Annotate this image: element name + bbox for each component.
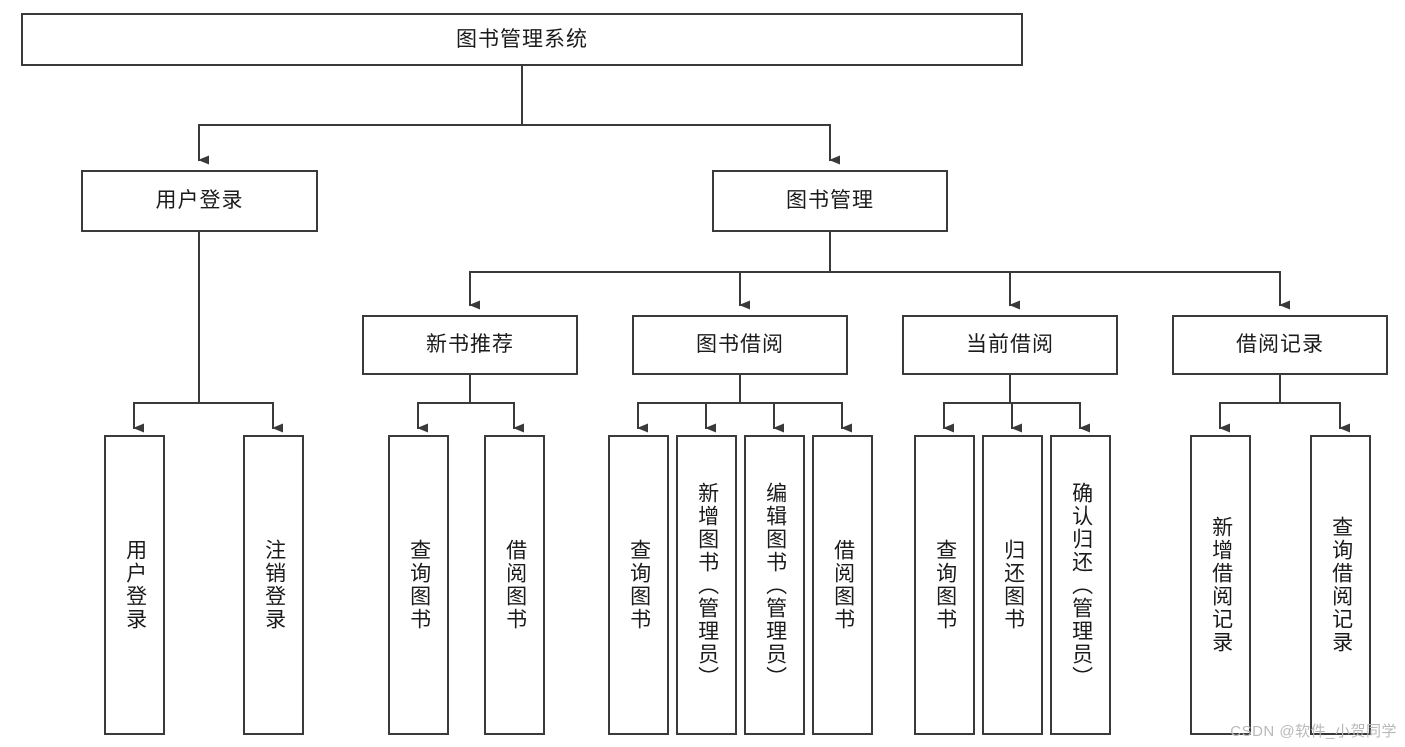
leaf-label: 查询图书 [407, 539, 431, 631]
leaf-query-book-new[interactable]: 查询图书 [388, 435, 449, 735]
node-current-borrow[interactable]: 当前借阅 [902, 315, 1118, 375]
leaf-logout[interactable]: 注销登录 [243, 435, 304, 735]
leaf-label: 用户登录 [123, 539, 147, 631]
node-book-management[interactable]: 图书管理 [712, 170, 948, 232]
leaf-return-book[interactable]: 归还图书 [982, 435, 1043, 735]
leaf-label: 新增借阅记录 [1209, 516, 1233, 654]
leaf-label: 查询图书 [627, 539, 651, 631]
leaf-label: 注销登录 [262, 539, 286, 631]
leaf-add-borrow-record[interactable]: 新增借阅记录 [1190, 435, 1251, 735]
leaf-label: 确认归还（管理员） [1069, 481, 1093, 689]
leaf-label: 新增图书（管理员） [695, 481, 719, 689]
watermark: CSDN @软件_小贺同学 [1230, 723, 1397, 740]
leaf-user-login[interactable]: 用户登录 [104, 435, 165, 735]
leaf-label: 查询图书 [933, 539, 957, 631]
leaf-query-borrow-record[interactable]: 查询借阅记录 [1310, 435, 1371, 735]
node-new-book-recommend[interactable]: 新书推荐 [362, 315, 578, 375]
node-root[interactable]: 图书管理系统 [21, 13, 1023, 66]
leaf-edit-book-admin[interactable]: 编辑图书（管理员） [744, 435, 805, 735]
node-book-borrow[interactable]: 图书借阅 [632, 315, 848, 375]
leaf-label: 借阅图书 [503, 539, 527, 631]
leaf-borrow-book[interactable]: 借阅图书 [812, 435, 873, 735]
node-user-login[interactable]: 用户登录 [81, 170, 318, 232]
leaf-borrow-book-new[interactable]: 借阅图书 [484, 435, 545, 735]
leaf-query-book-borrow[interactable]: 查询图书 [608, 435, 669, 735]
leaf-label: 编辑图书（管理员） [763, 481, 787, 689]
leaf-label: 归还图书 [1001, 539, 1025, 631]
leaf-confirm-return-admin[interactable]: 确认归还（管理员） [1050, 435, 1111, 735]
leaf-label: 借阅图书 [831, 539, 855, 631]
leaf-query-book-current[interactable]: 查询图书 [914, 435, 975, 735]
leaf-add-book-admin[interactable]: 新增图书（管理员） [676, 435, 737, 735]
node-borrow-record[interactable]: 借阅记录 [1172, 315, 1388, 375]
leaf-label: 查询借阅记录 [1329, 516, 1353, 654]
